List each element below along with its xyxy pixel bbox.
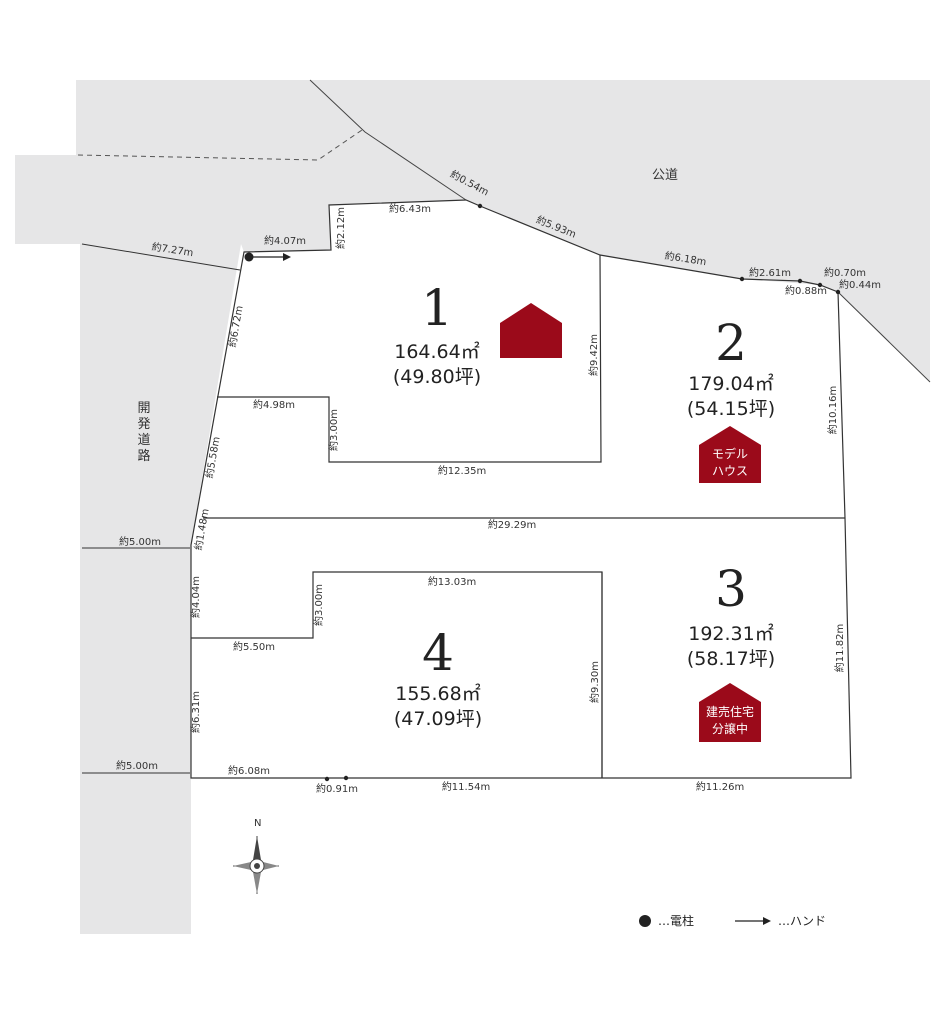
- dim-6-08: 約6.08m: [228, 764, 270, 777]
- svg-text:開: 開: [137, 401, 150, 416]
- svg-text:発: 発: [137, 417, 150, 432]
- house-icon: [699, 426, 761, 483]
- dim-2-12: 約2.12m: [334, 207, 347, 249]
- dev-road-area: [80, 244, 241, 934]
- lot-area-m2: 179.04㎡: [688, 372, 773, 395]
- house-icon: [699, 683, 761, 742]
- lot-4: 4 155.68㎡ (47.09坪): [394, 624, 482, 730]
- side-road-area: [15, 155, 80, 244]
- hand-legend-arrowhead: [763, 917, 771, 925]
- public-road-edge: [309, 79, 467, 201]
- point-marker: [343, 775, 349, 781]
- lot-number: 2: [715, 314, 747, 372]
- dev-road-label: 開 発 道 路: [137, 401, 150, 464]
- hand-arrow-head: [283, 253, 291, 261]
- svg-text:道: 道: [137, 433, 150, 448]
- dim-9-30: 約9.30m: [588, 661, 601, 703]
- lot4-boundary: [191, 571, 603, 778]
- dim-0-70: 約0.70m: [824, 266, 866, 279]
- dim-0-44: 約0.44m: [839, 278, 881, 291]
- dim-10-16: 約10.16m: [826, 386, 839, 434]
- badge-line-2: ハウス: [712, 464, 748, 478]
- point-marker: [477, 203, 483, 209]
- point-marker: [817, 282, 823, 288]
- badge-line-1: 建売住宅: [706, 704, 754, 719]
- lot-number: 1: [421, 279, 453, 337]
- dim-4-98: 約4.98m: [253, 398, 295, 411]
- compass-north: N: [254, 818, 261, 829]
- hand-legend-label: …ハンド: [778, 914, 826, 928]
- lot-area-tsubo: (54.15坪): [687, 398, 775, 420]
- badge-line-1: モデル: [712, 446, 748, 461]
- lot-1: 1 164.64㎡ (49.80坪): [393, 279, 562, 388]
- dim-4-04: 約4.04m: [189, 576, 202, 618]
- dim-13-03: 約13.03m: [428, 575, 476, 588]
- lot-area-m2: 164.64㎡: [394, 340, 479, 363]
- pole-legend-icon: [639, 915, 651, 927]
- dim-11-82: 約11.82m: [833, 624, 846, 672]
- dim-3-00-b: 約3.00m: [312, 584, 325, 626]
- point-marker: [835, 289, 841, 295]
- lot1-boundary: [217, 254, 602, 463]
- lot-area-tsubo: (49.80坪): [393, 366, 481, 388]
- dim-3-00-a: 約3.00m: [327, 409, 340, 451]
- house-icon: [500, 303, 562, 358]
- dim-6-43: 約6.43m: [389, 202, 431, 215]
- pole-marker: [244, 252, 254, 262]
- lot-number: 3: [715, 560, 747, 618]
- badge-line-2: 分譲中: [712, 721, 748, 736]
- site-outline: [190, 199, 852, 779]
- dim-5-50: 約5.50m: [233, 640, 275, 653]
- compass-icon: N: [233, 818, 279, 894]
- dim-5-00-b: 約5.00m: [116, 759, 158, 772]
- dim-4-07: 約4.07m: [264, 234, 306, 247]
- lot-number: 4: [422, 624, 454, 682]
- lot-area-tsubo: (47.09坪): [394, 708, 482, 730]
- public-road-area: [15, 80, 930, 382]
- dim-0-91: 約0.91m: [316, 782, 358, 795]
- dim-line-7-27: [81, 243, 241, 271]
- dim-2-61: 約2.61m: [749, 266, 791, 279]
- dim-11-54: 約11.54m: [442, 780, 490, 793]
- dim-12-35: 約12.35m: [438, 464, 486, 477]
- lot-area-m2: 155.68㎡: [395, 682, 480, 705]
- dim-5-00-a: 約5.00m: [119, 535, 161, 548]
- dim-0-88: 約0.88m: [785, 284, 827, 297]
- public-road-label: 公道: [652, 168, 678, 183]
- dim-9-42: 約9.42m: [587, 334, 600, 376]
- lot-3: 3 192.31㎡ (58.17坪) 建売住宅 分譲中: [687, 560, 775, 742]
- svg-text:路: 路: [137, 448, 150, 464]
- dim-29-29: 約29.29m: [488, 518, 536, 531]
- lot-area-tsubo: (58.17坪): [687, 648, 775, 670]
- legend: …電柱 …ハンド: [639, 913, 826, 928]
- point-marker: [797, 278, 803, 284]
- dim-6-31: 約6.31m: [189, 691, 202, 733]
- point-marker: [739, 276, 745, 282]
- point-marker: [324, 776, 330, 782]
- lot-2: 2 179.04㎡ (54.15坪) モデル ハウス: [687, 314, 775, 483]
- public-road-right-edge: [837, 291, 931, 383]
- pole-legend-label: …電柱: [658, 913, 694, 928]
- lot-area-m2: 192.31㎡: [688, 622, 773, 645]
- dim-11-26: 約11.26m: [696, 780, 744, 793]
